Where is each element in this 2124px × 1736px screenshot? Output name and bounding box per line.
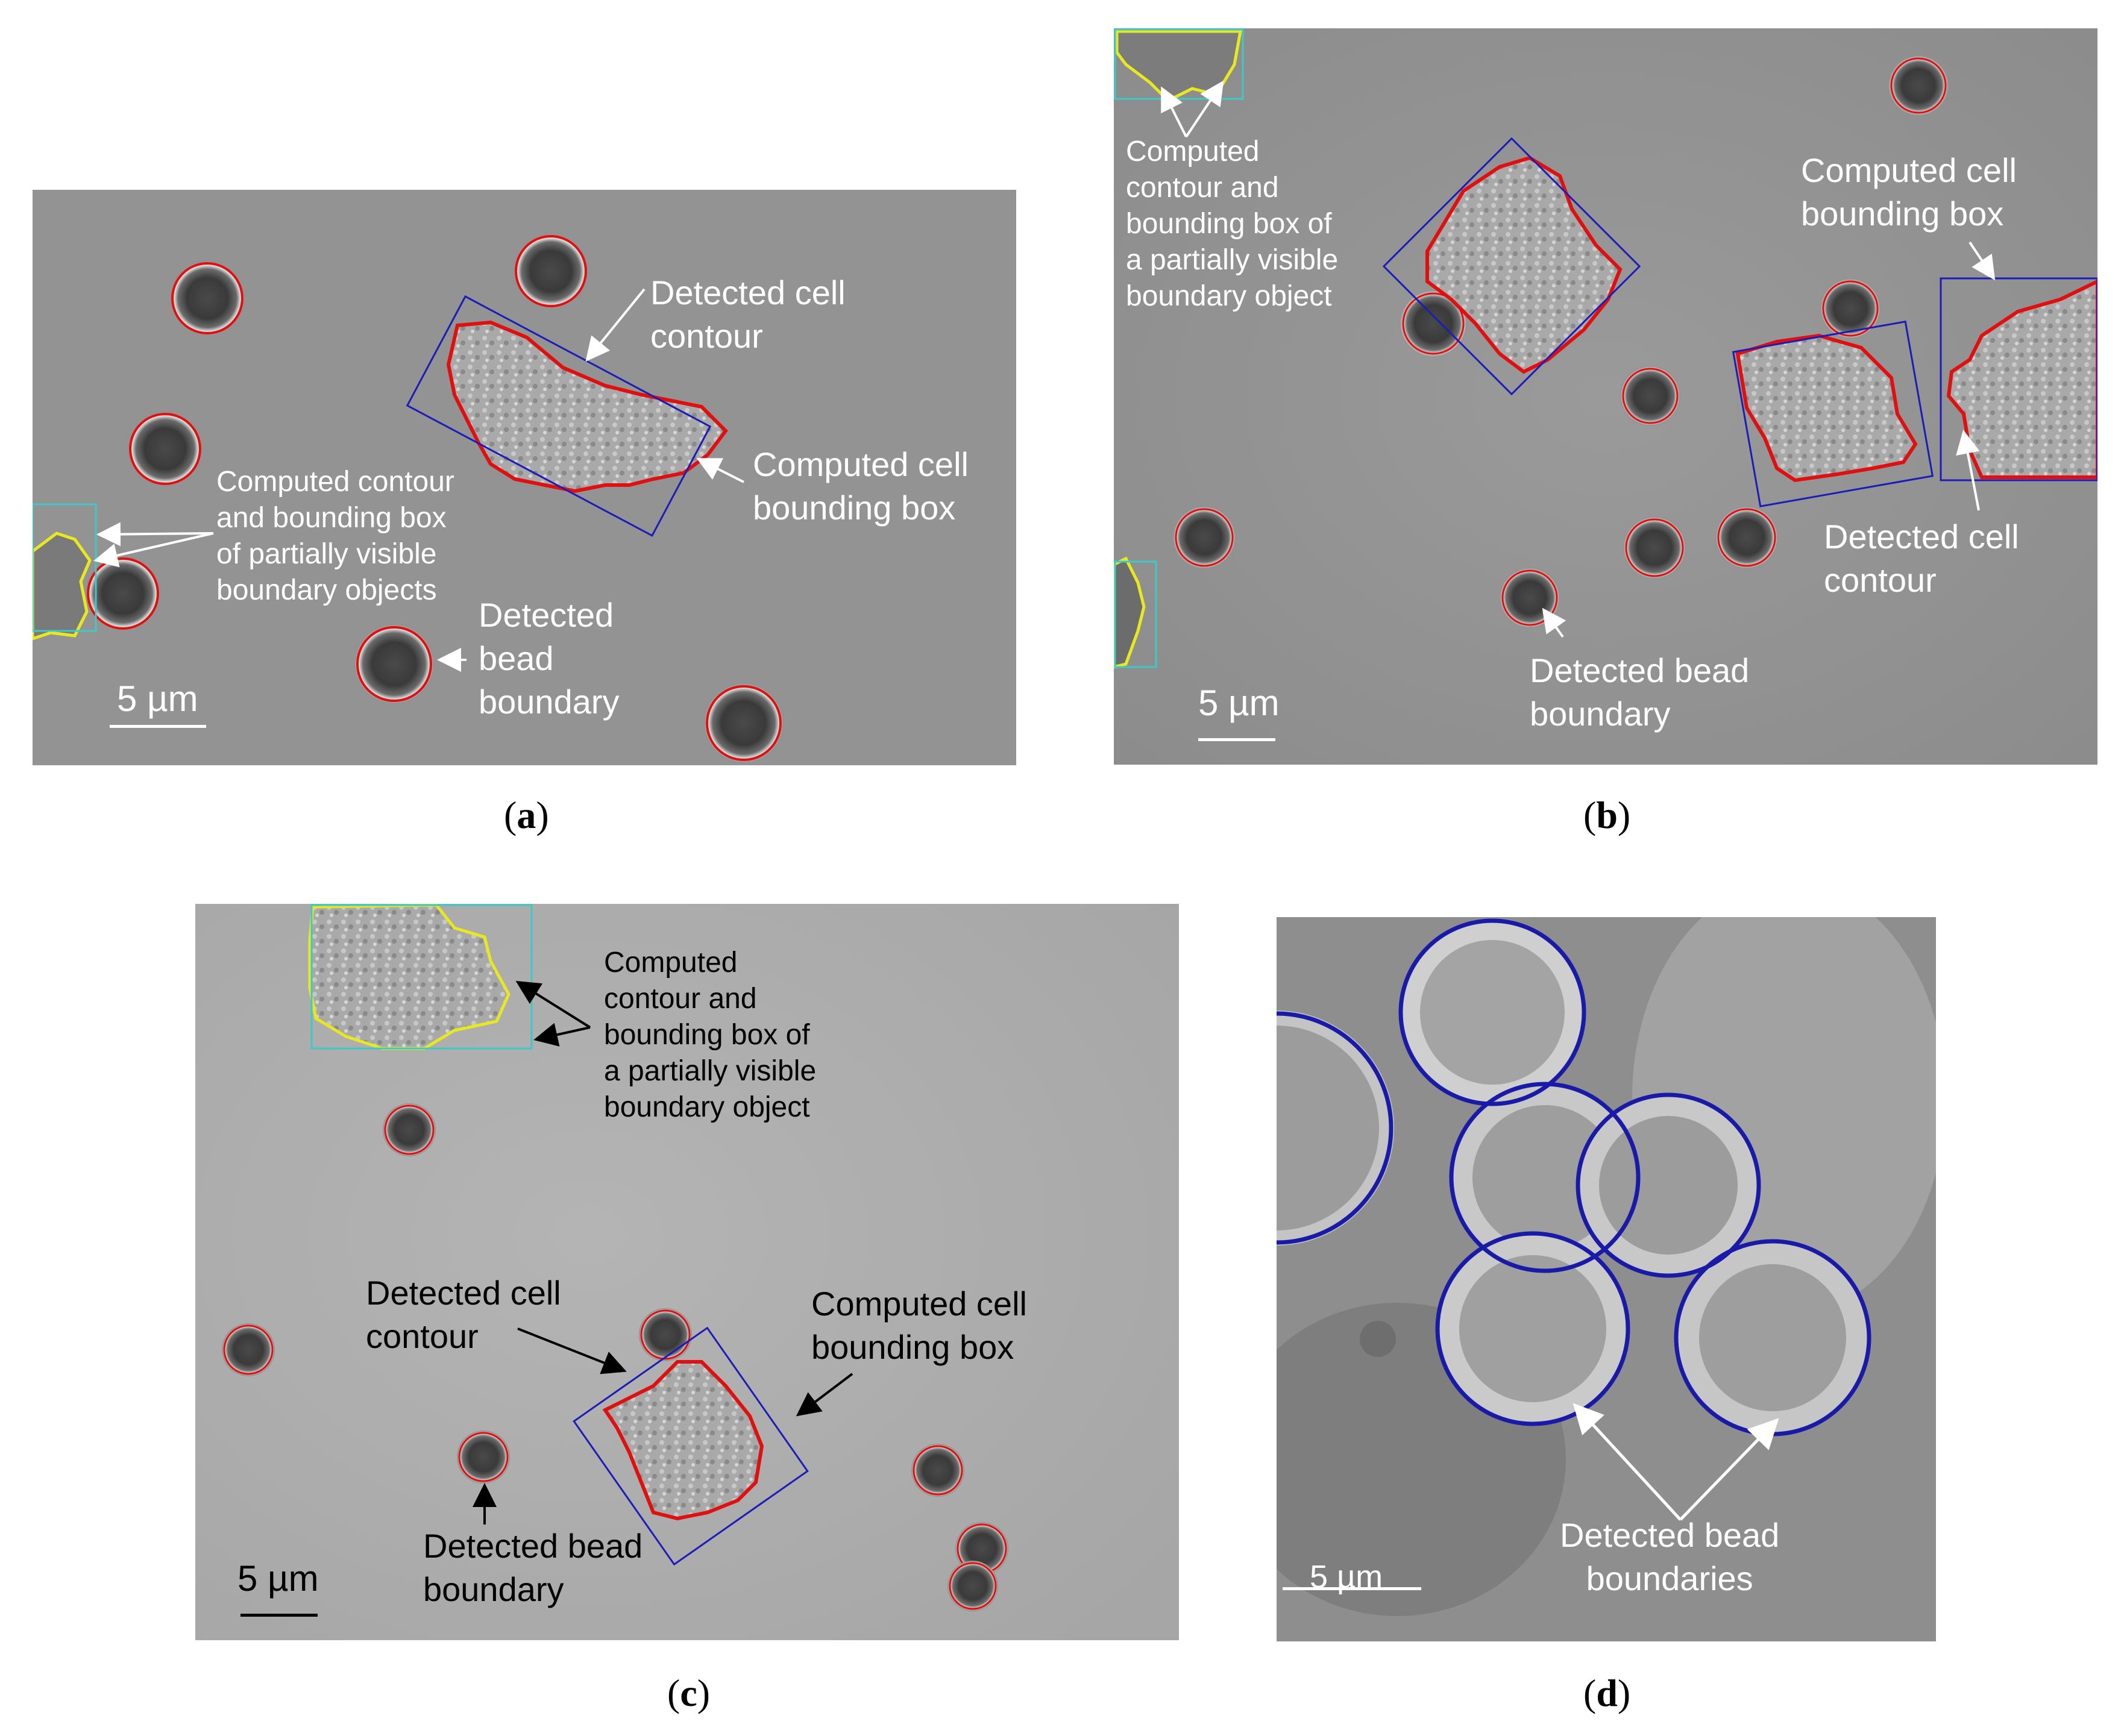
panel-c-micrograph xyxy=(195,904,1179,1640)
scale-bar xyxy=(110,725,206,728)
bead xyxy=(1888,55,1949,116)
detected-cell xyxy=(1382,137,1641,396)
bead xyxy=(222,1323,275,1376)
label-partial-objects: Computed contour and bounding box of par… xyxy=(216,466,454,606)
bead xyxy=(457,1430,510,1484)
bead-boundaries xyxy=(1277,918,1871,1437)
label-cell-bbox: Computed cell bounding box xyxy=(1801,151,2017,233)
caption-d: (d) xyxy=(1583,1672,1631,1714)
label-bead-boundary: Detected bead boundary xyxy=(479,596,620,721)
arrow-bead-1 xyxy=(1573,1403,1682,1521)
panel-a-micrograph xyxy=(33,190,1016,765)
arrow-cell-bbox xyxy=(796,1373,853,1417)
bead xyxy=(1676,1241,1869,1434)
bead xyxy=(1401,921,1584,1104)
partial-boundary-object xyxy=(33,503,97,641)
partial-boundary-object xyxy=(308,904,533,1050)
label-bead-boundaries: Detected bead boundaries xyxy=(1560,1516,1780,1597)
bead xyxy=(911,1444,964,1497)
label-cell-contour: Detected cell contour xyxy=(366,1274,561,1355)
bead xyxy=(1277,1011,1394,1246)
arrow-cell-contour xyxy=(585,288,646,362)
bead xyxy=(1820,278,1880,339)
scale-bar xyxy=(1283,1587,1421,1590)
arrow-cell-contour xyxy=(1956,430,1980,511)
label-partial-object: Computed contour and bounding box of a p… xyxy=(1126,136,1339,312)
scale-label: 5 µm xyxy=(117,678,198,719)
scale-bar xyxy=(1198,738,1275,741)
label-cell-contour: Detected cell contour xyxy=(650,274,846,355)
bead xyxy=(1173,506,1236,569)
panel-d-image: Detected bead boundaries 5 µm xyxy=(1277,917,1936,1641)
bead xyxy=(383,1103,436,1156)
label-cell-bbox: Computed cell bounding box xyxy=(753,445,969,527)
label-cell-bbox: Computed cell bounding box xyxy=(811,1285,1027,1366)
arrow-partial-2 xyxy=(93,532,214,568)
panel-d-micrograph xyxy=(1277,917,1936,1641)
bead xyxy=(170,261,245,336)
arrow-bead xyxy=(1542,607,1566,638)
arrow-bead-2 xyxy=(1679,1418,1779,1521)
bead xyxy=(354,624,434,704)
scale-label: 5 µm xyxy=(1198,683,1280,723)
bead xyxy=(128,412,203,486)
bead xyxy=(639,1308,692,1361)
caption-b: (b) xyxy=(1583,794,1631,836)
label-partial-object: Computed contour and bounding box of a p… xyxy=(604,947,817,1123)
panel-a-image: Detected cell contour Computed cell boun… xyxy=(33,190,1016,765)
bead xyxy=(86,556,160,631)
arrow-cell-bbox xyxy=(696,458,744,483)
scale-bar xyxy=(240,1614,318,1617)
detected-cell xyxy=(1940,277,2097,481)
panel-b-image: Computed contour and bounding box of a p… xyxy=(1114,28,2097,765)
detected-cell xyxy=(573,1326,809,1566)
arrow-partial-1 xyxy=(515,980,591,1029)
bead xyxy=(514,234,588,309)
arrow-cell-contour xyxy=(517,1327,627,1374)
bead xyxy=(947,1561,998,1611)
bead xyxy=(1437,1233,1628,1424)
bead xyxy=(1623,516,1686,579)
bead xyxy=(1715,506,1778,569)
arrow-partial-1 xyxy=(1161,86,1187,137)
arrow-partial-1 xyxy=(96,522,214,547)
caption-c: (c) xyxy=(667,1672,711,1714)
label-bead-boundary: Detected bead boundary xyxy=(1530,651,1750,733)
label-bead-boundary: Detected bead boundary xyxy=(423,1527,643,1608)
bead xyxy=(704,683,784,763)
panel-c-image: Computed contour and bounding box of a p… xyxy=(195,904,1179,1640)
caption-a: (a) xyxy=(504,794,549,836)
arrow-cell-bbox xyxy=(1968,241,1996,281)
scale-label: 5 µm xyxy=(1310,1559,1383,1595)
panel-b-micrograph xyxy=(1114,28,2097,765)
scale-label: 5 µm xyxy=(237,1558,319,1599)
small-particle xyxy=(1360,1321,1396,1357)
label-cell-contour: Detected cell contour xyxy=(1824,518,2019,599)
bead xyxy=(1620,366,1680,426)
arrow-partial-2 xyxy=(1185,80,1224,138)
detected-cell xyxy=(1732,321,1934,507)
bead xyxy=(1400,290,1467,357)
arrow-partial-2 xyxy=(533,1023,591,1047)
